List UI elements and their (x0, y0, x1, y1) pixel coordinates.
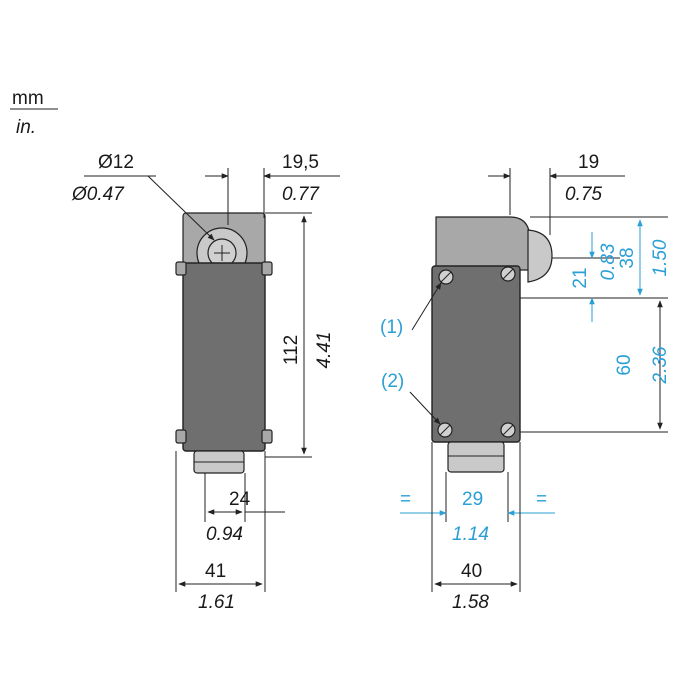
left-diameter-in: Ø0.47 (71, 184, 125, 205)
right-body (431, 265, 521, 443)
left-inner-width-in: 0.94 (206, 524, 243, 545)
left-width-in: 1.61 (198, 592, 235, 613)
right-body-height-mm: 60 (614, 354, 635, 375)
unit-metric: mm (12, 88, 44, 109)
left-offset-in: 0.77 (282, 184, 320, 205)
right-view (431, 216, 553, 473)
right-hole-spacing-mm: 29 (462, 489, 483, 510)
left-width-mm: 41 (205, 561, 226, 582)
left-diameter-mm: Ø12 (98, 152, 134, 173)
right-head-total-in: 1.50 (650, 239, 671, 276)
left-view (175, 212, 273, 474)
right-head-total-mm: 38 (617, 247, 638, 268)
label-1: (1) (380, 317, 403, 338)
label-2: (2) (381, 371, 404, 392)
equal-mark-right: = (536, 489, 547, 510)
equal-mark-left: = (400, 489, 411, 510)
right-width-mm: 40 (461, 561, 482, 582)
right-head-upper-in: 0.83 (598, 243, 619, 280)
right-plunger (527, 229, 553, 283)
left-inner-width-mm: 24 (229, 489, 251, 510)
right-cable-gland (447, 441, 505, 473)
right-offset-in: 0.75 (565, 184, 602, 205)
right-head-upper-mm: 21 (570, 267, 591, 288)
left-height-in: 4.41 (314, 332, 335, 369)
left-height-mm: 112 (281, 335, 302, 365)
right-head (435, 216, 531, 271)
left-offset-mm: 19,5 (282, 152, 319, 173)
right-width-in: 1.58 (452, 592, 489, 613)
right-body-height-in: 2.36 (650, 346, 671, 384)
right-hole-spacing-in: 1.14 (452, 524, 489, 545)
unit-imperial: in. (16, 117, 36, 138)
left-body (182, 262, 266, 452)
right-offset-mm: 19 (578, 152, 599, 173)
